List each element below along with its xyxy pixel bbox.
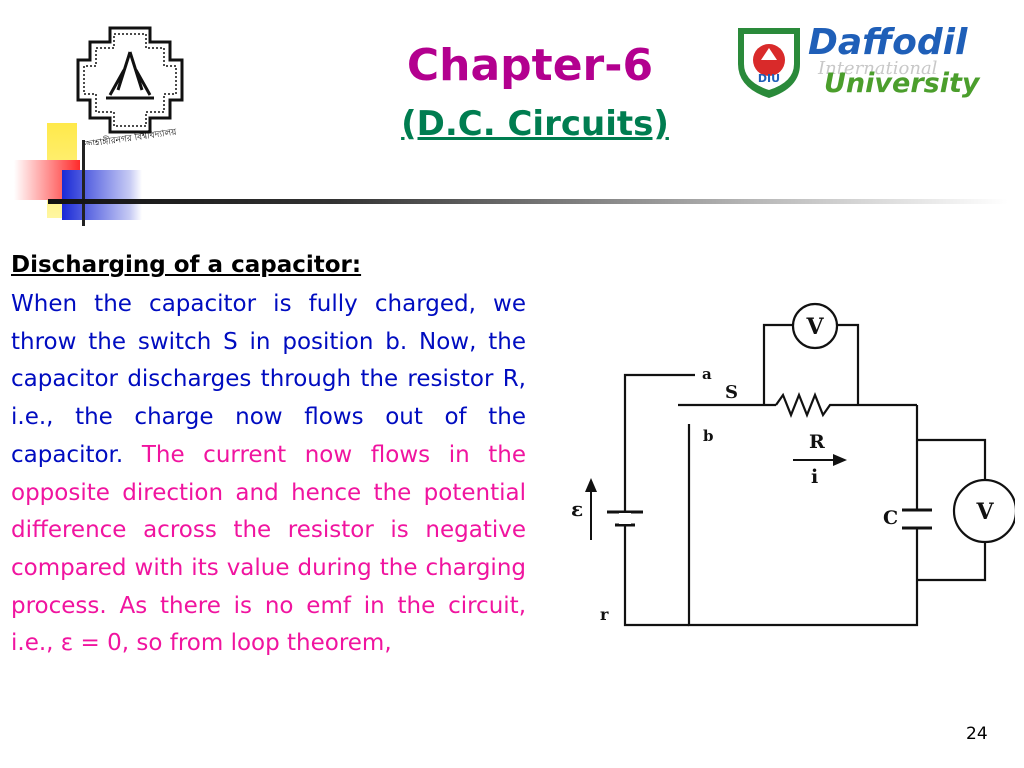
voltmeter-top-icon xyxy=(791,302,839,350)
capacitor-label: C xyxy=(883,507,898,529)
rc-discharge-circuit-diagram: V V S a b R i C ε r xyxy=(571,302,1015,627)
seal-text: জাহাঙ্গীরনগর বিশ্ববিদ্যালয় xyxy=(83,125,178,145)
page-number: 24 xyxy=(966,724,988,744)
decor-blue-square xyxy=(62,170,142,220)
diu-shield-icon: DIU xyxy=(738,28,800,98)
logo-daffodil-text: Daffodil xyxy=(808,22,968,63)
slide-title: Chapter-6 xyxy=(406,40,654,91)
voltmeter-right-icon xyxy=(952,478,1015,544)
body-paragraph: When the capacitor is fully charged, we … xyxy=(11,286,526,663)
terminal-a-label: a xyxy=(702,365,712,383)
section-heading: Discharging of a capacitor: xyxy=(11,252,362,278)
decor-vertical-line xyxy=(82,140,85,226)
slide-subtitle: (D.C. Circuits) xyxy=(401,104,669,144)
voltmeter-right-label: V xyxy=(975,499,994,525)
body-text-blue: When the capacitor is fully charged, we … xyxy=(11,291,526,468)
resistor-label: R xyxy=(809,431,825,453)
voltmeter-top-label: V xyxy=(805,314,824,340)
university-seal-logo: জাহাঙ্গীরনগর বিশ্ববিদ্যালয় xyxy=(76,26,184,145)
logo-university-text: University xyxy=(824,68,980,99)
terminal-b-label: b xyxy=(703,427,714,445)
header-divider-line xyxy=(48,199,1008,204)
logo-international-text: International xyxy=(818,58,938,79)
daffodil-university-logo: DIU Daffodil International University xyxy=(732,20,1002,102)
diu-badge-text: DIU xyxy=(758,72,780,85)
emf-label: ε xyxy=(571,497,583,521)
internal-resistance-label: r xyxy=(600,605,609,624)
body-text-pink: The current now flows in the opposite di… xyxy=(11,441,526,657)
current-label: i xyxy=(811,466,818,488)
switch-label: S xyxy=(725,382,738,403)
